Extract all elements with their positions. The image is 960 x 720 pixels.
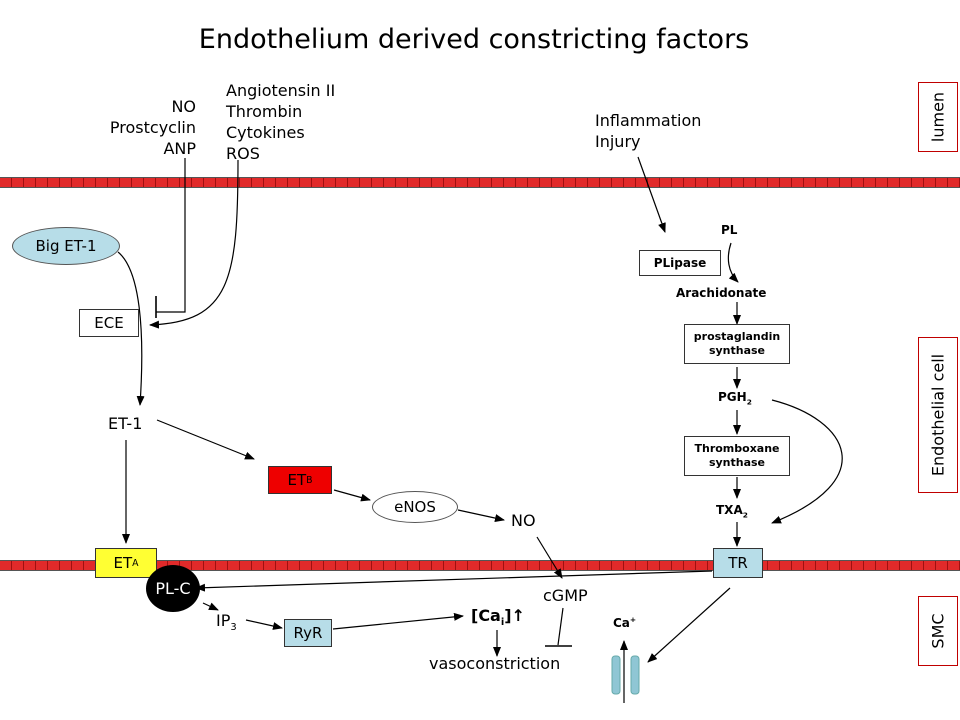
region-endothelial-label: Endothelial cell	[918, 337, 958, 493]
tr-receptor: TR	[713, 548, 763, 578]
activator-angiotensin: Angiotensin II	[226, 81, 336, 100]
vasoconstriction-label: vasoconstriction	[429, 654, 561, 673]
ca-channel-left	[611, 655, 621, 695]
inhibitor-prostacyclin: Prostcyclin	[109, 118, 196, 137]
big-et1-to-et1-arrow	[117, 251, 145, 406]
region-lumen-label: lumen	[918, 82, 958, 152]
pgh2-to-tr-curve	[771, 399, 843, 524]
pl-to-arachidonate-arrow	[727, 242, 739, 283]
activator-cytokines: Cytokines	[226, 123, 305, 142]
trigger-inflammation: Inflammation	[595, 111, 702, 130]
big-et1-node: Big ET-1	[12, 227, 120, 265]
page-title: Endothelium derived constricting factors	[198, 24, 750, 55]
pl-label: PL	[721, 223, 738, 237]
ca-channel-right	[630, 655, 640, 695]
inhibitor-list: NO Prostcyclin ANP	[60, 96, 196, 159]
etb-to-enos-arrow	[333, 489, 371, 502]
trigger-injury: Injury	[595, 132, 641, 151]
basal-membrane	[0, 560, 960, 571]
plc-to-ip3-arrow	[202, 602, 219, 611]
activator-list: Angiotensin II Thrombin Cytokines ROS	[226, 80, 335, 164]
enos-to-no-arrow	[457, 509, 505, 522]
ca-level-label: [Cai]↑	[471, 606, 525, 629]
activator-ros: ROS	[226, 144, 260, 163]
activator-thrombin: Thrombin	[226, 102, 303, 121]
ip3-to-ryr-arrow	[245, 619, 283, 630]
inhibitor-anp: ANP	[163, 139, 196, 158]
inhibitor-connector	[156, 158, 186, 313]
ryr-box: RyR	[284, 619, 332, 647]
plc-node: PL-C	[146, 565, 200, 612]
et1-label: ET-1	[108, 414, 143, 433]
ip3-label: IP3	[216, 611, 237, 634]
pgh2-label: PGH2	[718, 390, 752, 407]
trigger-list: Inflammation Injury	[595, 110, 701, 152]
tr-to-plc-arrow	[195, 570, 713, 592]
ece-box: ECE	[79, 309, 139, 337]
ca-channel-label: Ca+	[613, 615, 637, 630]
arachidonate-label: Arachidonate	[676, 286, 767, 300]
et1-to-etb-arrow	[156, 419, 255, 460]
txa2-label: TXA2	[716, 503, 748, 520]
no-to-cgmp-arrow	[536, 536, 563, 579]
activator-connector	[149, 159, 239, 329]
cgmp-label: cGMP	[543, 586, 588, 605]
cgmp-inhibit-line	[557, 607, 564, 646]
tr-to-ca-channel-arrow	[647, 587, 731, 663]
enos-node: eNOS	[372, 491, 458, 523]
region-smc-label: SMC	[918, 596, 958, 666]
plipase-box: PLipase	[639, 250, 721, 276]
tx-synthase-box: Thromboxane synthase	[684, 436, 790, 476]
pg-synthase-box: prostaglandin synthase	[684, 324, 790, 364]
inhibitor-no: NO	[171, 97, 196, 116]
trigger-to-plipase-arrow	[637, 156, 666, 233]
luminal-membrane	[0, 177, 960, 188]
no-label: NO	[511, 511, 536, 530]
ryr-to-ca-arrow	[332, 612, 464, 630]
